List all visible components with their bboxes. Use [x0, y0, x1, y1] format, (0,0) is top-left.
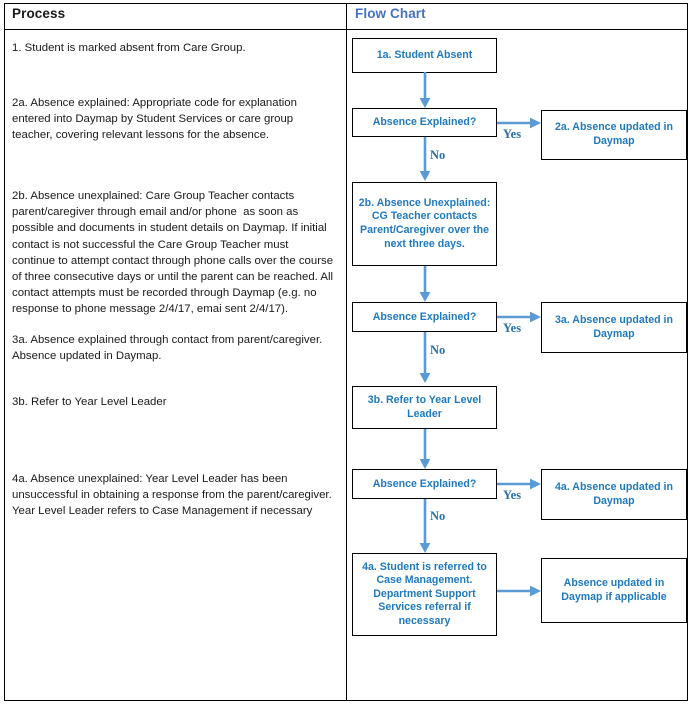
flow-node-label: Absence Explained?	[372, 310, 477, 323]
arrow-case-management-to-daymap	[497, 584, 542, 598]
arrow-yes-3	[497, 477, 542, 491]
flow-decision-absence-explained-1[interactable]: Absence Explained?	[352, 108, 497, 137]
flow-node-3b-refer-year-level-leader[interactable]: 3b. Refer to Year Level Leader	[352, 386, 497, 429]
process-step-2b: 2b. Absence unexplained: Care Group Teac…	[12, 190, 337, 316]
flow-node-label: 1a. Student Absent	[376, 48, 473, 61]
edge-label-no-3: No	[430, 509, 446, 523]
arrow-no-1	[418, 137, 432, 182]
flow-node-label: 4a. Student is referred to Case Manageme…	[362, 560, 487, 627]
header-rule	[4, 29, 688, 30]
flow-node-2a-absence-updated[interactable]: 2a. Absence updated in Daymap	[541, 110, 687, 160]
process-step-3a: 3a. Absence explained through contact fr…	[12, 334, 325, 363]
flow-node-label: 2b. Absence Unexplained: CG Teacher cont…	[358, 196, 491, 250]
flow-node-4a-absence-updated[interactable]: 4a. Absence updated in Daymap	[541, 469, 687, 520]
flow-decision-absence-explained-2[interactable]: Absence Explained?	[352, 302, 497, 332]
flow-node-label: 4a. Absence updated in Daymap	[555, 480, 673, 507]
flow-node-4a-case-management[interactable]: 4a. Student is referred to Case Manageme…	[352, 553, 497, 636]
process-step-1: 1. Student is marked absent from Care Gr…	[12, 42, 246, 54]
arrow-student-absent-to-decision1	[418, 72, 432, 109]
flow-node-label: Absence Explained?	[372, 116, 477, 128]
flow-node-label: Absence updated in Daymap if applicable	[561, 576, 667, 603]
flow-node-absence-updated-if-applicable[interactable]: Absence updated in Daymap if applicable	[541, 558, 687, 623]
process-step-2a: 2a. Absence explained: Appropriate code …	[12, 97, 301, 142]
edge-label-no-2: No	[430, 343, 446, 357]
process-column-header: Process	[12, 6, 66, 21]
edge-label-yes-3: Yes	[503, 488, 522, 502]
arrow-2b-to-decision2	[418, 266, 432, 303]
flow-node-student-absent[interactable]: 1a. Student Absent	[352, 38, 497, 73]
edge-label-no-1: No	[430, 148, 446, 162]
arrow-no-2	[418, 332, 432, 384]
flow-node-label: 3b. Refer to Year Level Leader	[367, 393, 482, 420]
flowchart-column-header: Flow Chart	[355, 6, 426, 21]
arrow-no-3	[418, 499, 432, 554]
arrow-yes-1	[497, 116, 542, 130]
process-step-3b: 3b. Refer to Year Level Leader	[12, 396, 167, 408]
process-step-4a: 4a. Absence unexplained: Year Level Lead…	[12, 473, 335, 518]
flow-node-label: 3a. Absence updated in Daymap	[555, 313, 673, 340]
flow-node-3a-absence-updated[interactable]: 3a. Absence updated in Daymap	[541, 302, 687, 353]
flow-decision-absence-explained-3[interactable]: Absence Explained?	[352, 469, 497, 499]
flow-node-label: Absence Explained?	[372, 477, 477, 490]
flow-node-label: 2a. Absence updated in Daymap	[555, 121, 673, 147]
edge-label-yes-1: Yes	[503, 127, 522, 141]
flow-node-2b-absence-unexplained[interactable]: 2b. Absence Unexplained: CG Teacher cont…	[352, 182, 497, 266]
column-divider	[346, 3, 347, 701]
arrow-yes-2	[497, 310, 542, 324]
arrow-3b-to-decision3	[418, 429, 432, 470]
edge-label-yes-2: Yes	[503, 321, 522, 335]
